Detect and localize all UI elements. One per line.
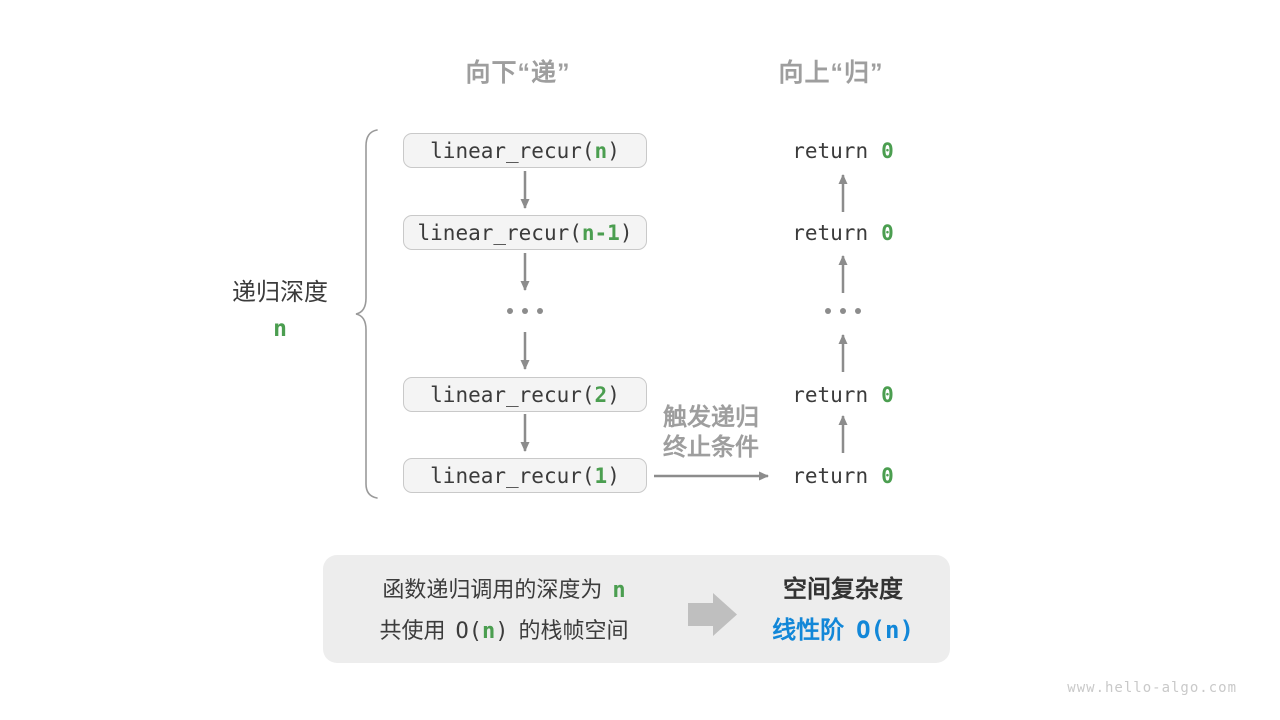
- call-func: linear_recur(: [417, 220, 582, 245]
- dot: [825, 308, 831, 314]
- recursion-depth-text: 递归深度: [232, 279, 328, 306]
- base-case-line2: 终止条件: [663, 434, 759, 461]
- call-arg: 2: [594, 382, 608, 407]
- return-keyword: return: [792, 138, 869, 163]
- summary-conclusion: 空间复杂度 线性阶 O(n): [743, 569, 943, 651]
- call-func: linear_recur(: [430, 138, 595, 163]
- call-box-1: linear_recur(1): [403, 458, 647, 493]
- call-close: ): [607, 463, 620, 488]
- summary-line2-prefix: 共使用: [379, 618, 446, 643]
- call-arg: n-1: [581, 220, 620, 245]
- return-value: 0: [881, 220, 894, 245]
- dot: [537, 308, 543, 314]
- return-keyword: return: [792, 463, 869, 488]
- return-row: return 0: [763, 381, 923, 408]
- conclusion-result: 线性阶 O(n): [743, 610, 943, 651]
- conclusion-label: 线性阶: [772, 617, 845, 644]
- return-row: return 0: [763, 137, 923, 164]
- conclusion-value: O(n): [856, 616, 914, 644]
- call-box-n-1: linear_recur(n-1): [403, 215, 647, 250]
- call-arg: n: [594, 138, 608, 163]
- call-func: linear_recur(: [430, 463, 595, 488]
- recursion-depth-value: n: [273, 316, 287, 342]
- big-o-open: O(: [455, 619, 483, 644]
- summary-line1: 函数递归调用的深度为 n: [323, 569, 685, 610]
- base-case-line1: 触发递归: [663, 404, 759, 431]
- return-value: 0: [881, 138, 894, 163]
- dot: [522, 308, 528, 314]
- summary-line2: 共使用 O(n) 的栈帧空间: [323, 610, 685, 651]
- watermark: www.hello-algo.com: [1067, 680, 1237, 696]
- dot: [855, 308, 861, 314]
- return-value: 0: [881, 382, 894, 407]
- call-close: ): [607, 138, 620, 163]
- call-box-2: linear_recur(2): [403, 377, 647, 412]
- return-row: return 0: [763, 219, 923, 246]
- summary-line2-suffix: 的栈帧空间: [518, 618, 629, 643]
- call-close: ): [619, 220, 633, 245]
- call-close: ): [607, 382, 620, 407]
- header-ascend: 向上“归”: [778, 59, 884, 87]
- call-box-n: linear_recur(n): [403, 133, 647, 168]
- conclusion-title: 空间复杂度: [783, 576, 903, 603]
- summary-line1-text: 函数递归调用的深度为: [382, 577, 603, 602]
- recursion-depth-label: 递归深度 n: [208, 279, 352, 341]
- summary-line1-value: n: [612, 578, 626, 603]
- header-descend: 向下“递”: [465, 59, 571, 87]
- dot: [840, 308, 846, 314]
- return-keyword: return: [792, 220, 869, 245]
- return-row: return 0: [763, 462, 923, 489]
- ellipsis-left: [403, 308, 647, 314]
- dot: [507, 308, 513, 314]
- return-value: 0: [881, 463, 894, 488]
- ellipsis-right: [763, 308, 923, 314]
- call-func: linear_recur(: [430, 382, 595, 407]
- call-arg: 1: [594, 463, 608, 488]
- big-o-arg: n: [482, 619, 496, 644]
- depth-brace: [355, 129, 378, 499]
- return-keyword: return: [792, 382, 869, 407]
- base-case-label: 触发递归 终止条件: [653, 403, 769, 463]
- big-o-close: ): [495, 619, 509, 644]
